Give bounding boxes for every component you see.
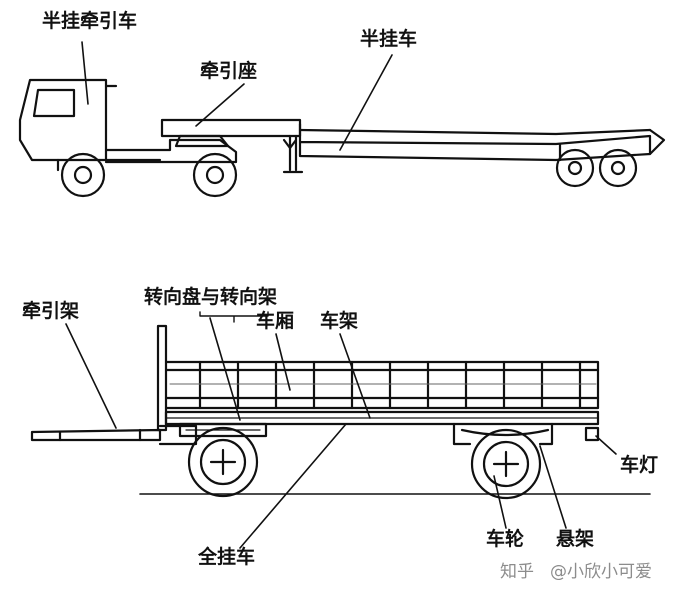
tractor-cab	[18, 78, 162, 172]
semi-trailer-deck	[298, 122, 666, 162]
leader-lamp	[595, 435, 617, 455]
trailer-landing-gear	[282, 134, 304, 174]
label-full-trailer: 全挂车	[198, 546, 256, 568]
leader-body	[275, 333, 291, 391]
leader-suspension	[539, 445, 567, 529]
label-semi-trailer-tractor: 半挂牵引车	[42, 10, 138, 32]
semi-trailer-wheel-1	[555, 148, 595, 188]
front-wheel	[187, 426, 259, 498]
drawbar	[30, 424, 198, 446]
watermark-platform: 知乎	[500, 562, 534, 582]
leader-semi-trailer	[339, 54, 393, 151]
label-body: 车厢	[256, 310, 295, 332]
semi-trailer-wheel-2	[598, 148, 638, 188]
front-post	[156, 324, 168, 432]
watermark-author: @小欣小可爱	[550, 562, 652, 582]
tractor-chassis	[104, 118, 302, 164]
leader-wheel	[493, 475, 507, 529]
leader-turntable-bracket	[199, 311, 269, 323]
trailer-frame	[164, 410, 600, 426]
leader-turntable	[209, 317, 241, 421]
cargo-box	[164, 360, 600, 410]
semi-trailer-truck	[18, 41, 666, 198]
leader-full-trailer	[239, 423, 347, 549]
leader-tractor	[81, 41, 89, 105]
label-wheel: 车轮	[486, 528, 525, 550]
leader-fifth-wheel	[195, 83, 245, 127]
tractor-front-wheel	[60, 152, 106, 198]
label-drawbar: 牵引架	[22, 300, 80, 322]
leader-drawbar	[65, 323, 117, 429]
leader-frame	[339, 333, 371, 419]
label-lamp: 车灯	[620, 454, 659, 476]
rear-suspension	[452, 422, 554, 446]
rear-wheel	[470, 428, 542, 500]
turntable	[178, 422, 268, 438]
tractor-rear-wheel	[192, 152, 238, 198]
full-trailer	[30, 311, 651, 549]
label-turntable: 转向盘与转向架	[144, 286, 278, 308]
rear-lamp	[584, 426, 600, 442]
label-semi-trailer: 半挂车	[360, 28, 418, 50]
label-fifth-wheel: 牵引座	[200, 60, 258, 82]
label-frame: 车架	[320, 310, 359, 332]
label-suspension: 悬架	[556, 528, 595, 550]
